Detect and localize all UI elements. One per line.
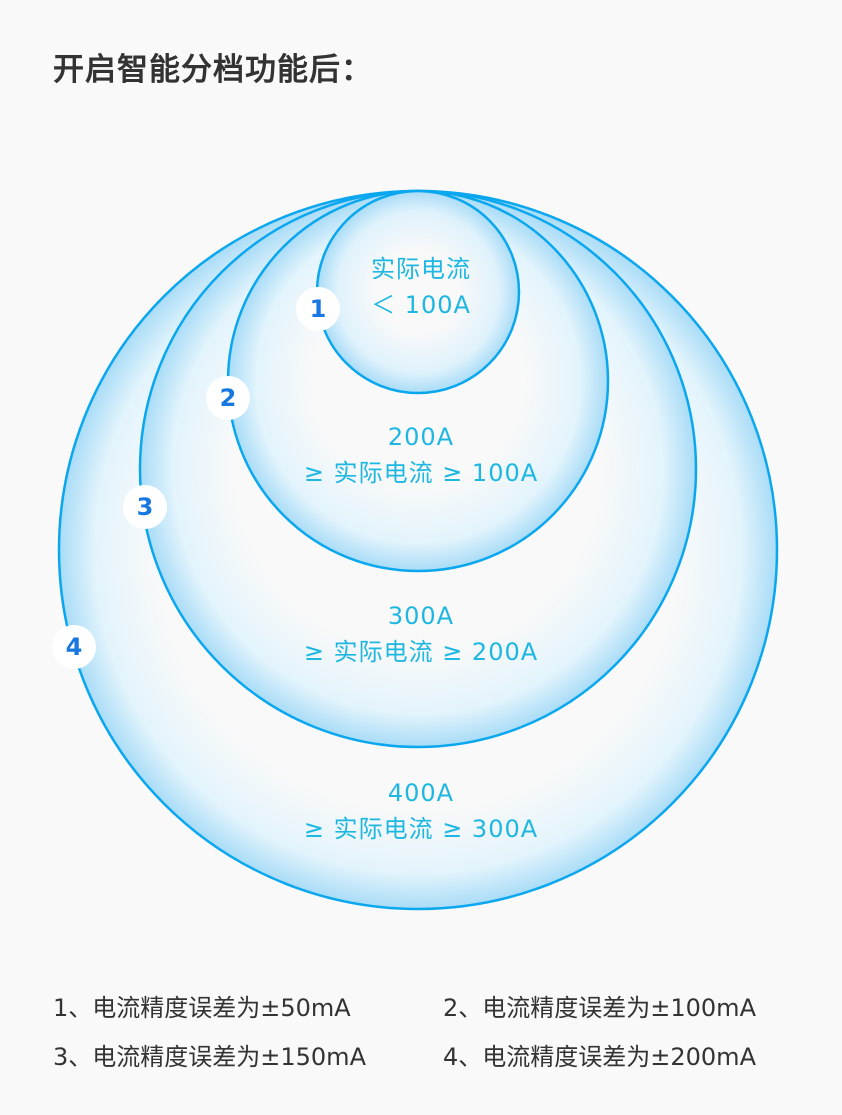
- page-title: 开启智能分档功能后：: [53, 52, 373, 88]
- zone-4-line1: 400A: [387, 779, 455, 807]
- zone-4-badge: 4: [52, 625, 96, 669]
- zone-2-label: 200A ≥ 实际电流 ≥ 100A: [0, 419, 842, 491]
- zone-3-badge: 3: [123, 485, 167, 529]
- zone-2-badge: 2: [206, 376, 250, 420]
- zone-3-label: 300A ≥ 实际电流 ≥ 200A: [0, 598, 842, 670]
- zone-3-line1: 300A: [387, 602, 455, 630]
- zone-1-line1: 实际电流: [371, 255, 471, 283]
- accuracy-legend: 1、电流精度误差为±50mA 2、电流精度误差为±100mA 3、电流精度误差为…: [53, 992, 813, 1073]
- zone-2-line2: ≥ 实际电流 ≥ 100A: [303, 459, 539, 487]
- zone-1-line2: ＜ 100A: [371, 291, 471, 319]
- zone-4-line2: ≥ 实际电流 ≥ 300A: [303, 815, 539, 843]
- zone-3-line2: ≥ 实际电流 ≥ 200A: [303, 638, 539, 666]
- legend-item-4: 4、电流精度误差为±200mA: [443, 1043, 756, 1071]
- zone-1-label: 实际电流 ＜ 100A: [0, 251, 842, 323]
- legend-item-1: 1、电流精度误差为±50mA: [53, 994, 351, 1022]
- legend-item-3: 3、电流精度误差为±150mA: [53, 1043, 366, 1071]
- legend-item-2: 2、电流精度误差为±100mA: [443, 994, 756, 1022]
- zone-4-label: 400A ≥ 实际电流 ≥ 300A: [0, 775, 842, 847]
- zone-2-line1: 200A: [387, 423, 455, 451]
- zone-1-badge: 1: [296, 287, 340, 331]
